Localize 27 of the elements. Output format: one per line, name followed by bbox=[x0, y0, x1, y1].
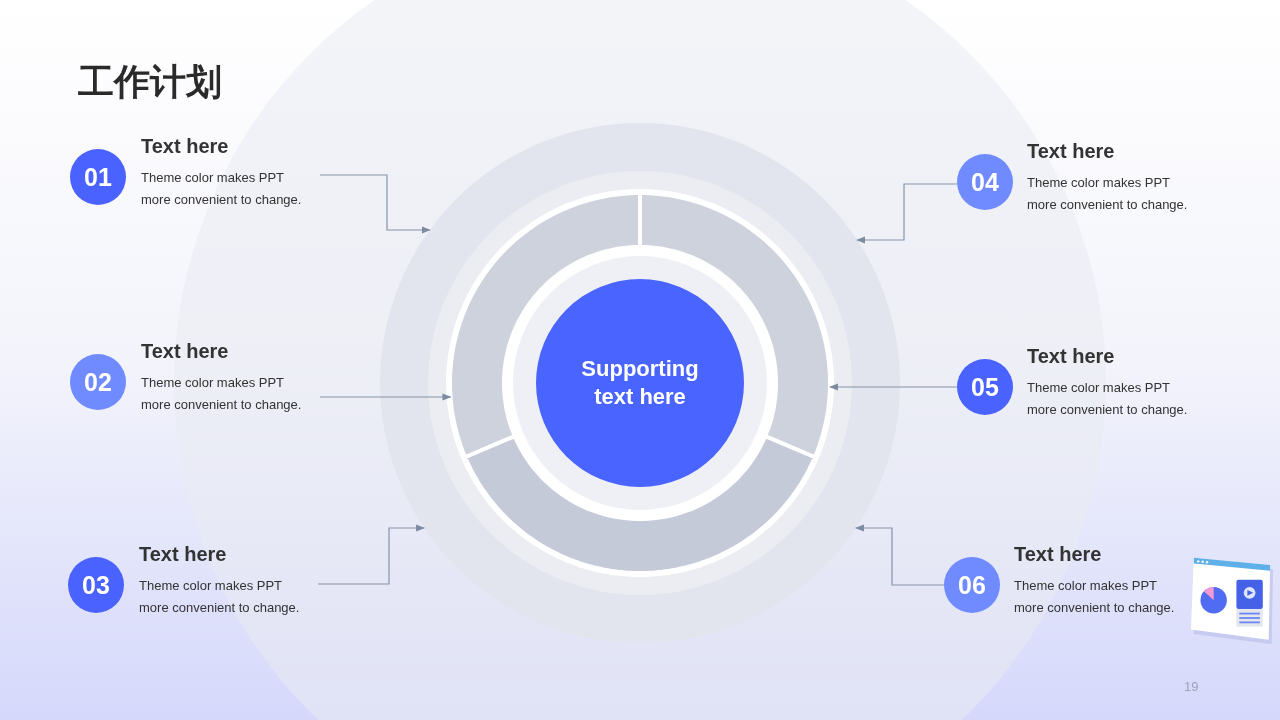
number-badge: 03 bbox=[68, 557, 124, 613]
center-text: Supporting text here bbox=[580, 355, 700, 411]
number-badge: 02 bbox=[70, 354, 126, 410]
slide-title: 工作计划 bbox=[78, 60, 222, 104]
item-description: Theme color makes PPT more convenient to change. bbox=[1027, 379, 1189, 419]
item-heading: Text here bbox=[1014, 543, 1102, 566]
item-description: Theme color makes PPT more convenient to change. bbox=[1027, 174, 1189, 214]
page-number: 19 bbox=[1184, 679, 1199, 694]
connector-arrow bbox=[854, 524, 945, 586]
connector-arrow bbox=[319, 393, 452, 401]
connector-arrow bbox=[829, 383, 958, 391]
item-heading: Text here bbox=[1027, 345, 1115, 368]
connector-arrow bbox=[317, 524, 426, 585]
item-heading: Text here bbox=[141, 135, 229, 158]
number-badge: 05 bbox=[957, 359, 1013, 415]
item-heading: Text here bbox=[1027, 140, 1115, 163]
connector-arrow bbox=[856, 183, 958, 244]
item-description: Theme color makes PPT more convenient to change. bbox=[1014, 577, 1176, 617]
item-description: Theme color makes PPT more convenient to change. bbox=[139, 577, 301, 617]
number-badge: 06 bbox=[944, 557, 1000, 613]
item-heading: Text here bbox=[139, 543, 227, 566]
item-description: Theme color makes PPT more convenient to change. bbox=[141, 169, 303, 209]
item-description: Theme color makes PPT more convenient to change. bbox=[141, 374, 303, 414]
item-heading: Text here bbox=[141, 340, 229, 363]
connector-arrow bbox=[319, 174, 431, 234]
number-badge: 01 bbox=[70, 149, 126, 205]
number-badge: 04 bbox=[957, 154, 1013, 210]
